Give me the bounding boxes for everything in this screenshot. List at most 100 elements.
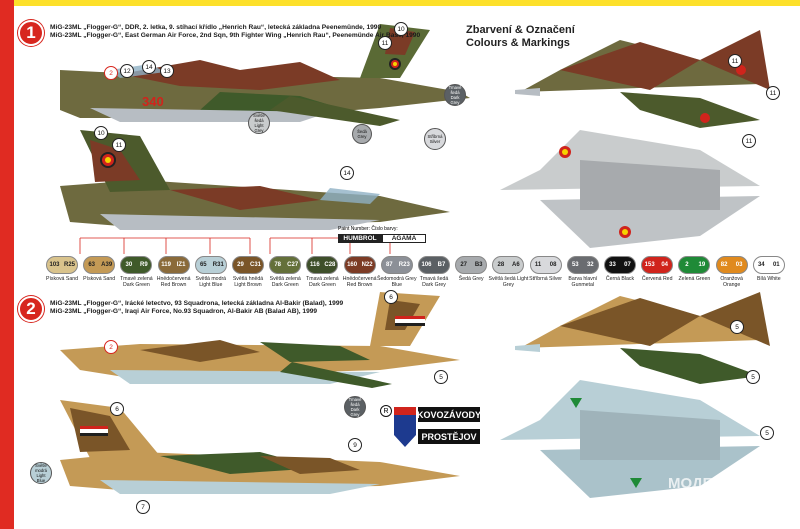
humbrol-number: 78: [274, 262, 282, 268]
agama-number: 32: [586, 262, 594, 268]
swatch-label: Písková Sand: [83, 276, 116, 282]
agama-number: A6: [512, 262, 520, 268]
humbrol-number: 29: [237, 262, 244, 268]
agama-number: R25: [63, 262, 75, 268]
callout-11-top-b: 11: [766, 86, 780, 100]
humbrol-number: 27: [460, 262, 468, 268]
bubble-grey: Šedá Grey: [352, 124, 372, 144]
humbrol-label: HUMBROL: [338, 234, 382, 243]
colour-swatch: 65 R31: [194, 256, 227, 274]
agama-number: R9: [140, 262, 148, 268]
brand-line-2: PROSTĚJOV: [418, 429, 480, 444]
swatch-label: Tmavě zelená Dark Green: [120, 276, 153, 288]
agama-number: N22: [361, 262, 373, 268]
bubble-dark-grey: Tmavě šedá Dark Grey: [444, 84, 466, 106]
humbrol-number: 2: [685, 262, 689, 268]
iraq-side-view-1: [60, 292, 460, 388]
left-border-stripe: [0, 0, 14, 529]
callout-9: 9: [348, 438, 362, 452]
agama-number: 04: [661, 262, 669, 268]
colour-swatch: 63 A39: [83, 256, 116, 274]
humbrol-number: 63: [88, 262, 96, 268]
callout-13: 13: [160, 64, 174, 78]
profile-2-caption-cz: MiG-23ML „Flogger-G“, Irácké letectvo, 9…: [50, 300, 344, 307]
title-en: Colours & Markings: [466, 37, 570, 49]
callout-11-side2: 11: [112, 138, 126, 152]
agama-number: 08: [549, 262, 557, 268]
watermark-line-1: МОДЕЛЬНАЯ: [668, 475, 767, 492]
humbrol-number: 28: [497, 262, 505, 268]
humbrol-number: 65: [199, 262, 207, 268]
humbrol-number: 106: [421, 262, 432, 268]
colour-swatch: 116 C28: [306, 256, 339, 274]
swatch-label: Bílá White: [756, 276, 781, 282]
agama-number: B7: [437, 262, 446, 268]
callout-11-bottom: 11: [742, 134, 756, 148]
callout-2-p2: 2: [104, 340, 118, 354]
agama-label: AGAMA: [382, 234, 426, 243]
swatch-label: Světlá hnědá Light Brown: [232, 276, 264, 288]
callout-6-side2: 6: [110, 402, 124, 416]
agama-number: R31: [212, 262, 224, 268]
colour-swatch: 28 A6: [492, 256, 525, 274]
agama-number: IZ1: [176, 262, 186, 268]
callout-10: 10: [394, 22, 408, 36]
top-border: [0, 0, 800, 6]
swatch-label: Červená Red: [641, 276, 673, 282]
colour-swatch: 27 B3: [455, 256, 488, 274]
callout-5-bottom: 5: [760, 426, 774, 440]
humbrol-number: 82: [720, 262, 728, 268]
callout-5-top-b: 5: [746, 370, 760, 384]
agama-number: 07: [624, 262, 631, 268]
swatch-label: Světlá modrá Light Blue: [195, 276, 227, 288]
swatch-label: Černá Black: [605, 276, 635, 282]
agama-number: B3: [474, 262, 483, 268]
humbrol-number: 87: [385, 262, 393, 268]
humbrol-number: 34: [757, 262, 765, 268]
profile-2-caption-en: MiG-23ML „Flogger-G“, Iraqi Air Force, N…: [50, 308, 318, 315]
swatch-label: Hnědočervená Red Brown: [156, 276, 191, 288]
agama-number: C28: [324, 262, 336, 268]
agama-number: C31: [249, 262, 261, 268]
callout-5-top: 5: [730, 320, 744, 334]
humbrol-number: 116: [310, 262, 320, 268]
brand-line-1: KOVOZÁVODY: [417, 407, 481, 422]
colours-markings-title: Zbarvení & Označení Colours & Markings: [466, 24, 575, 50]
swatch-label: Písková Sand: [45, 276, 78, 282]
profile-1-caption-cz: MiG-23ML „Flogger-G“, DDR, 2. letka, 9. …: [50, 24, 382, 31]
callout-7: 7: [136, 500, 150, 514]
iraq-side-view-2: [60, 400, 460, 494]
watermark-line-2: ЛАВКА: [698, 491, 751, 508]
swatch-label: Světlá šedá Light Grey: [488, 276, 529, 288]
side-number: 340: [142, 94, 164, 109]
colour-swatch: 78 C27: [269, 256, 302, 274]
swatch-label: Stříbrná Silver: [529, 276, 563, 282]
agama-number: 03: [735, 262, 743, 268]
swatch-label: Hnědočervená Red Brown: [342, 276, 377, 288]
callout-14: 14: [142, 60, 156, 74]
title-cz: Zbarvení & Označení: [466, 24, 575, 36]
swatch-label: Tmavá šedá Dark Grey: [419, 276, 449, 288]
swatch-label: Barva hlavní Gunmetal: [568, 276, 598, 288]
bubble-silver: Stříbrná Silver: [424, 128, 446, 150]
gdr-side-view-1: [60, 24, 470, 126]
colour-swatch: 82 03: [715, 256, 748, 274]
iraq-bottom-view: [500, 380, 760, 498]
agama-number: C27: [287, 262, 299, 268]
swatch-label: Zelená Green: [678, 276, 711, 282]
bubble-light-blue: Světle modrá Light Blue: [30, 462, 52, 484]
humbrol-number: 160: [347, 262, 358, 268]
colour-swatch: 106 B7: [418, 256, 450, 274]
agama-number: A39: [101, 262, 113, 268]
shield-icon: [394, 407, 416, 447]
callout-2: 2: [104, 66, 118, 80]
